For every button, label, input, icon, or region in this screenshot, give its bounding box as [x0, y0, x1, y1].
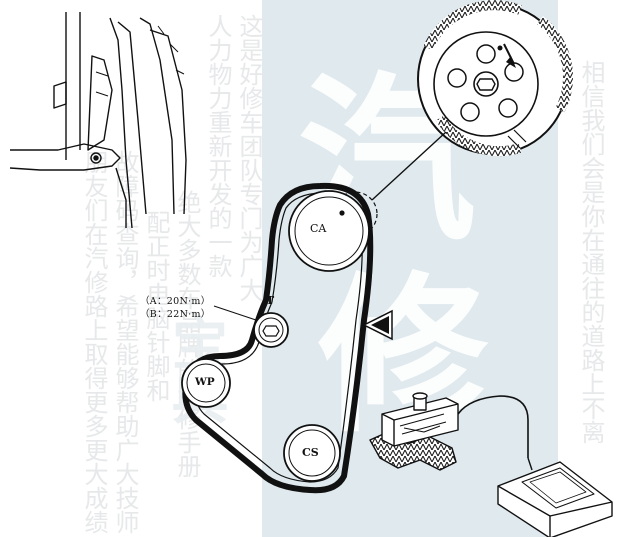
detail-leader-line	[371, 131, 447, 201]
belt-tension-gauge	[369, 392, 613, 537]
torque-spec-a: （A：20N·m）	[140, 296, 211, 307]
tensioner-label: T	[266, 294, 275, 307]
timing-mark-dot	[339, 210, 345, 216]
watermark-text-column: 人力物力重新开发的一款	[204, 14, 232, 278]
watermark-text-column: 故障码查询，希望能够帮助广大技师	[111, 150, 139, 534]
watermark-text-column: 这是好修车团队专门为广大	[235, 14, 263, 302]
torque-spec-b: （B：22N·m）	[140, 309, 211, 320]
tensioner-pulley	[253, 312, 289, 348]
engine-case-sketch	[9, 12, 187, 229]
crankshaft-label: CS	[302, 446, 319, 459]
camshaft-label: CA	[310, 222, 327, 235]
magnified-sprocket-detail	[417, 0, 574, 157]
watermark-text-column: 朋友们在汽修路上取得更多更大成绩	[80, 150, 108, 534]
crankshaft-sprocket	[283, 424, 341, 482]
water-pump-label: WP	[195, 376, 215, 388]
camshaft-sprocket	[288, 190, 370, 272]
water-pump-pulley	[181, 358, 231, 408]
rotation-direction-arrow	[362, 309, 393, 341]
detail-callout-circle	[332, 191, 378, 237]
watermark-text-column: 绝大多数车品牌的维修手册	[173, 190, 201, 478]
watermark-text-column: 相信我们会是你在通往的道路上不离	[577, 60, 605, 444]
watermark-text-column: 配正时电脑针脚和	[142, 210, 170, 402]
torque-leader-line	[213, 305, 257, 321]
